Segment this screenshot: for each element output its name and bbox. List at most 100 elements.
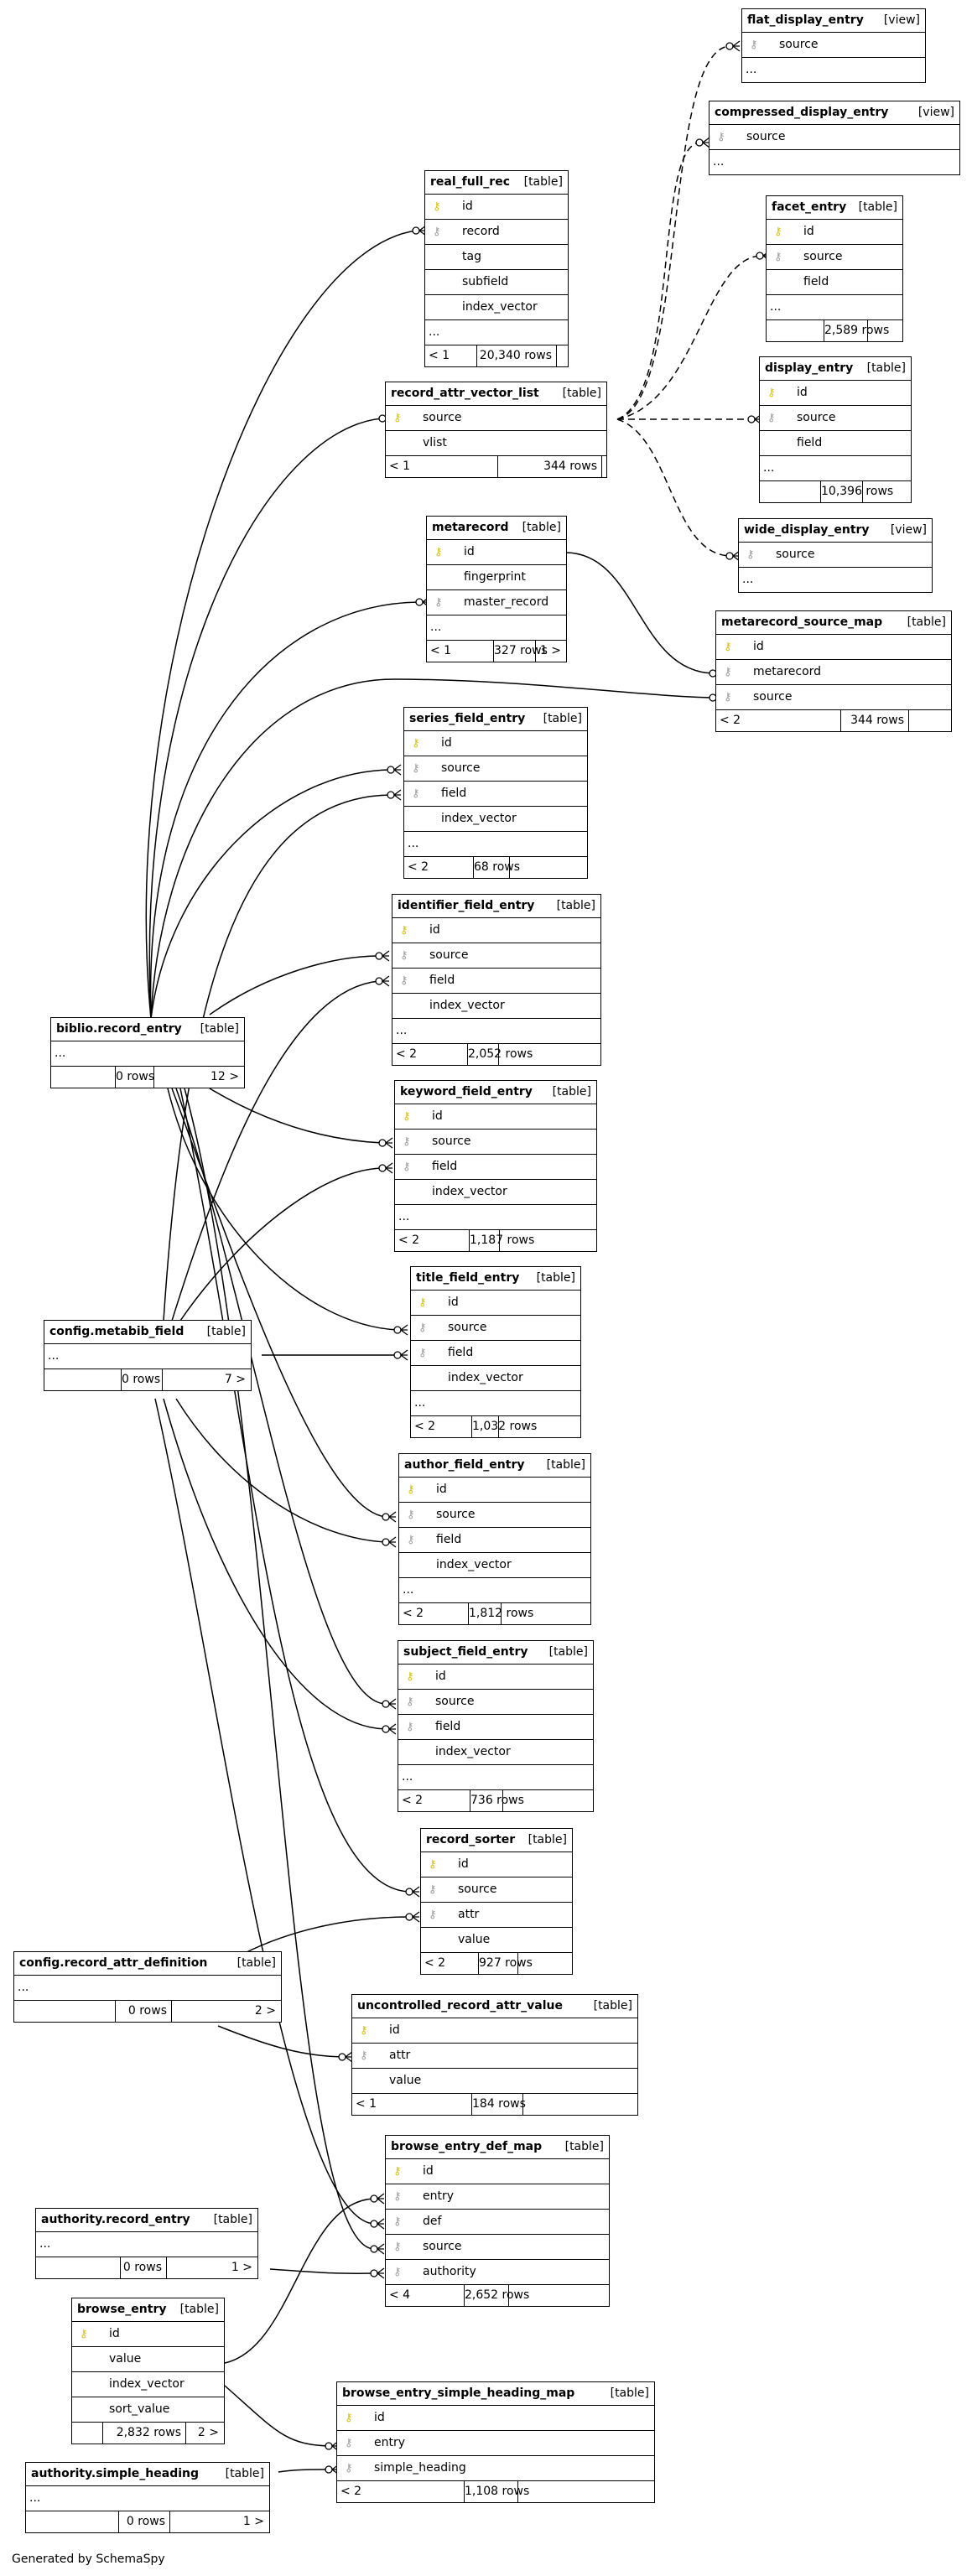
parent-count[interactable]: < 1: [356, 2097, 377, 2111]
child-count[interactable]: 2 >: [171, 2001, 280, 2022]
child-count[interactable]: [499, 1230, 595, 1251]
table-name[interactable]: record_sorter: [426, 1833, 516, 1846]
more-columns[interactable]: ...: [404, 832, 587, 857]
child-count[interactable]: [517, 1953, 571, 1974]
table-name[interactable]: compressed_display_entry: [715, 106, 889, 119]
column-row[interactable]: ⚷id: [352, 2018, 637, 2044]
column-row[interactable]: ⚷entry: [337, 2431, 654, 2456]
child-count[interactable]: [501, 1603, 590, 1624]
child-count[interactable]: [498, 1044, 600, 1065]
parent-count[interactable]: < 2: [396, 1047, 418, 1061]
column-row[interactable]: ⚷source: [404, 756, 587, 782]
parent-count[interactable]: < 1: [429, 349, 450, 362]
table-name[interactable]: wide_display_entry: [744, 523, 870, 537]
column-row[interactable]: ⚷source: [398, 1690, 593, 1715]
table-name[interactable]: browse_entry: [77, 2303, 167, 2316]
parent-count[interactable]: [36, 2257, 120, 2278]
column-row[interactable]: tag: [425, 245, 568, 270]
table-name[interactable]: subject_field_entry: [403, 1645, 528, 1659]
parent-count[interactable]: [14, 2001, 115, 2022]
column-row[interactable]: ⚷id: [72, 2322, 224, 2347]
column-row[interactable]: ⚷source: [742, 33, 925, 58]
table-browse-entry-def-map[interactable]: browse_entry_def_map[table]⚷id⚷entry⚷def…: [385, 2135, 610, 2307]
more-columns[interactable]: ...: [742, 58, 925, 82]
child-count[interactable]: [908, 710, 950, 731]
child-count[interactable]: [862, 481, 910, 502]
column-row[interactable]: sort_value: [72, 2397, 224, 2423]
column-row[interactable]: ⚷authority: [386, 2260, 609, 2285]
column-row[interactable]: ⚷def: [386, 2210, 609, 2235]
column-row[interactable]: index_vector: [404, 807, 587, 832]
table-compressed-display-entry[interactable]: compressed_display_entry[view]⚷source...: [709, 101, 960, 175]
parent-count[interactable]: < 2: [408, 860, 429, 874]
more-columns[interactable]: ...: [26, 2486, 269, 2511]
table-subject-field-entry[interactable]: subject_field_entry[table]⚷id⚷source⚷fie…: [398, 1640, 594, 1812]
column-row[interactable]: index_vector: [399, 1553, 590, 1578]
table-name[interactable]: biblio.record_entry: [56, 1022, 182, 1036]
table-name[interactable]: display_entry: [765, 361, 854, 375]
parent-count[interactable]: [767, 320, 824, 341]
more-columns[interactable]: ...: [395, 1205, 596, 1230]
column-row[interactable]: ⚷field: [404, 782, 587, 807]
child-count[interactable]: 1 >: [535, 641, 565, 662]
column-row[interactable]: ⚷id: [337, 2406, 654, 2431]
table-title-field-entry[interactable]: title_field_entry[table]⚷id⚷source⚷field…: [410, 1266, 581, 1438]
column-row[interactable]: ⚷source: [386, 2235, 609, 2260]
parent-count[interactable]: < 4: [389, 2288, 411, 2302]
column-row[interactable]: value: [72, 2347, 224, 2372]
table-name[interactable]: flat_display_entry: [747, 13, 864, 27]
child-count[interactable]: 1 >: [169, 2511, 268, 2532]
parent-count[interactable]: < 2: [340, 2485, 362, 2498]
column-row[interactable]: ⚷id: [425, 195, 568, 220]
table-name[interactable]: title_field_entry: [416, 1271, 520, 1285]
table-name[interactable]: authority.record_entry: [41, 2213, 190, 2226]
more-columns[interactable]: ...: [739, 568, 932, 592]
more-columns[interactable]: ...: [51, 1041, 244, 1067]
more-columns[interactable]: ...: [44, 1344, 251, 1369]
table-name[interactable]: browse_entry_simple_heading_map: [342, 2386, 575, 2400]
column-row[interactable]: field: [767, 270, 902, 295]
more-columns[interactable]: ...: [398, 1765, 593, 1790]
table-name[interactable]: real_full_rec: [430, 175, 510, 189]
table-name[interactable]: uncontrolled_record_attr_value: [357, 1999, 563, 2012]
more-columns[interactable]: ...: [411, 1391, 580, 1416]
column-row[interactable]: ⚷field: [411, 1341, 580, 1366]
parent-count[interactable]: < 2: [403, 1607, 424, 1620]
child-count[interactable]: 12 >: [153, 1067, 243, 1088]
table-name[interactable]: identifier_field_entry: [398, 899, 535, 912]
child-count[interactable]: 2 >: [185, 2423, 223, 2444]
column-row[interactable]: value: [352, 2069, 637, 2094]
child-count[interactable]: [508, 2285, 608, 2306]
table-name[interactable]: authority.simple_heading: [31, 2467, 199, 2480]
column-row[interactable]: index_vector: [72, 2372, 224, 2397]
column-row[interactable]: ⚷source: [739, 543, 932, 568]
column-row[interactable]: ⚷attr: [421, 1903, 572, 1928]
column-row[interactable]: ⚷field: [398, 1715, 593, 1740]
table-wide-display-entry[interactable]: wide_display_entry[view]⚷source...: [738, 518, 933, 593]
more-columns[interactable]: ...: [392, 1019, 600, 1044]
column-row[interactable]: value: [421, 1928, 572, 1953]
table-name[interactable]: series_field_entry: [409, 712, 526, 725]
column-row[interactable]: ⚷metarecord: [716, 660, 951, 685]
column-row[interactable]: index_vector: [398, 1740, 593, 1765]
more-columns[interactable]: ...: [14, 1976, 281, 2001]
column-row[interactable]: ⚷source: [767, 245, 902, 270]
parent-count[interactable]: [26, 2511, 118, 2532]
child-count[interactable]: [867, 320, 902, 341]
parent-count[interactable]: < 2: [402, 1794, 424, 1807]
table-name[interactable]: browse_entry_def_map: [391, 2140, 543, 2153]
child-count[interactable]: [556, 345, 567, 366]
column-row[interactable]: field: [760, 431, 911, 456]
column-row[interactable]: vlist: [386, 431, 606, 456]
table-name[interactable]: record_attr_vector_list: [391, 387, 539, 400]
parent-count[interactable]: [72, 2423, 102, 2444]
table-name[interactable]: metarecord: [432, 521, 509, 534]
